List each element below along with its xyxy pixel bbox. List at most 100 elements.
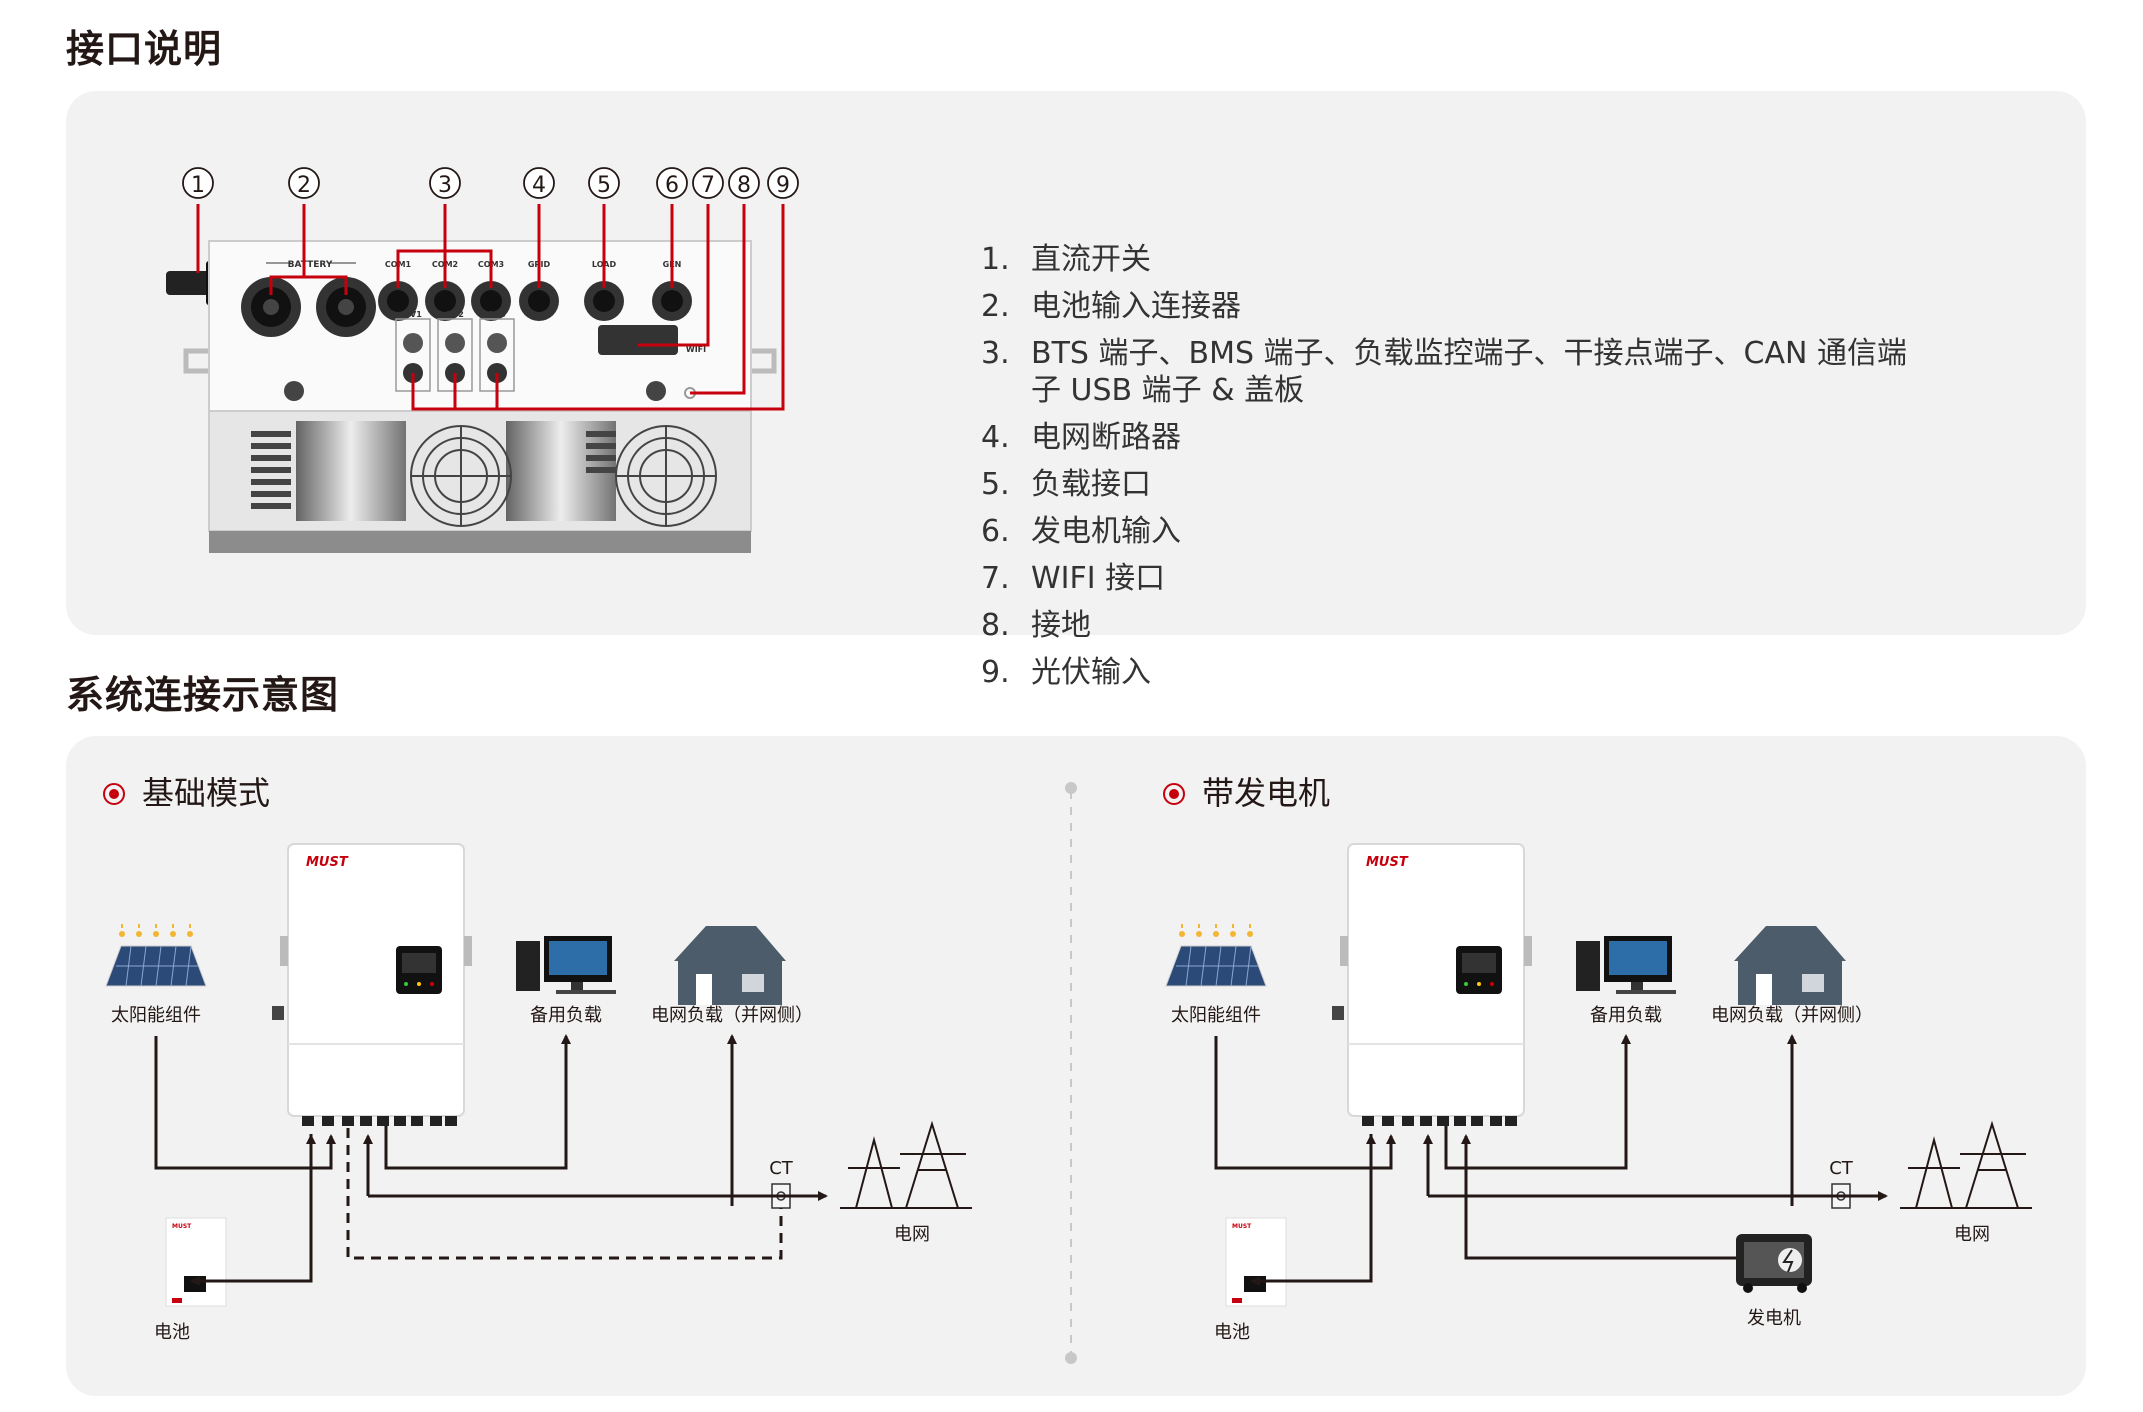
inverter-unit (1347, 843, 1525, 1117)
radio-marker-icon (1163, 783, 1185, 805)
inverter-port (1402, 1116, 1414, 1126)
inverter-port (342, 1116, 354, 1126)
inverter-port (394, 1116, 406, 1126)
backup-load-label: 备用负载 (1590, 1005, 1662, 1026)
callout-number: 3 (438, 173, 452, 198)
grid-load-label: 电网负载（并网侧） (651, 1005, 813, 1026)
interface-list-item: 4.电网断路器 (981, 419, 1931, 456)
inverter-port (1471, 1116, 1483, 1126)
wire-generator-to-inverter (1461, 1134, 1736, 1260)
interface-item-number: 2. (981, 289, 1010, 324)
interface-item-number: 9. (981, 655, 1010, 690)
power-grid-icon (1900, 1120, 2032, 1209)
interface-item-text: 电池输入连接器 (1031, 289, 1241, 324)
interface-list: 1.直流开关 2. 电池输入连接器 3. BTS 端子、BMS 端子、负载监控端子、干接… (981, 241, 1931, 701)
inverter-port (445, 1116, 457, 1126)
pv3-label: PV3 (488, 310, 506, 319)
wifi-label: WIFI (686, 345, 706, 354)
inverter-port (411, 1116, 423, 1126)
wire-solar-to-inverter (154, 1036, 336, 1170)
inverter-port (1437, 1116, 1449, 1126)
inverter-unit (287, 843, 465, 1117)
ct-label: CT (1829, 1158, 1854, 1179)
callout-number: 1 (191, 173, 205, 198)
power-grid-icon (840, 1120, 972, 1209)
callout-number: 8 (737, 173, 751, 198)
system-diagram: 基础模式MUST太阳能组件备用负载电网负载（并网侧）电网MUST电池CT 带发电… (103, 774, 2032, 1364)
wire-ct-signal (346, 1128, 783, 1260)
computer-icon (1576, 936, 1676, 994)
inverter-port (322, 1116, 334, 1126)
callout-number: 6 (665, 173, 679, 198)
fan-icon (410, 425, 512, 527)
port-gland-core (593, 290, 615, 312)
interface-list-item: 7.WIFI 接口 (981, 560, 1931, 597)
port-gland-core (480, 290, 502, 312)
interface-item-text: WIFI 接口 (1031, 561, 1166, 596)
brand-logo: MUST (306, 855, 349, 870)
brand-logo: MUST (1366, 855, 1409, 870)
generator-mode-diagram: 带发电机MUST太阳能组件备用负载电网负载（并网侧）电网MUST电池CT发电机 (1163, 774, 2032, 1343)
solar-panel-icon (1165, 924, 1267, 987)
interface-item-text: 接地 (1031, 608, 1091, 643)
battery-connector-positive (241, 277, 301, 337)
mode-title: 基础模式 (142, 774, 270, 812)
battery-icon (165, 1217, 227, 1307)
callout-circle (182, 167, 214, 199)
left-vent-icon (251, 431, 616, 509)
backup-load-label: 备用负载 (530, 1005, 602, 1026)
grid-load-label: 电网负载（并网侧） (1711, 1005, 1873, 1026)
interface-item-number: 4. (981, 420, 1010, 455)
grid-label: 电网 (894, 1224, 930, 1245)
inverter-port (1420, 1116, 1432, 1126)
wifi-module (598, 325, 678, 355)
interface-list-item: 1.直流开关 (981, 241, 1931, 278)
interface-item-number: 6. (981, 514, 1010, 549)
callout-number: 5 (597, 173, 611, 198)
battery-label: 电池 (154, 1322, 190, 1343)
interface-item-number: 3. (981, 336, 1010, 371)
inverter-port (430, 1116, 442, 1126)
battery-brand: MUST (1232, 1223, 1252, 1230)
inverter-port (377, 1116, 389, 1126)
inverter-port (302, 1116, 314, 1126)
callout-circle (588, 167, 620, 199)
callout-circle (767, 167, 799, 199)
callout-lines (196, 204, 785, 411)
generator-icon (1736, 1234, 1812, 1293)
generator-label: 发电机 (1747, 1308, 1801, 1329)
wire-solar-to-inverter (1214, 1036, 1396, 1170)
battery-icon (1225, 1217, 1287, 1307)
pv1-label: PV1 (404, 310, 422, 319)
interface-list-item: 6.发电机输入 (981, 513, 1931, 550)
solar-label: 太阳能组件 (1171, 1005, 1261, 1026)
interface-list-item: 5.负载接口 (981, 466, 1931, 503)
callout-number: 9 (776, 173, 790, 198)
grid-label: 电网 (1954, 1224, 1990, 1245)
battery-port-label: BATTERY (288, 260, 333, 270)
inverter-port (1490, 1116, 1502, 1126)
interface-list-item: 2. 电池输入连接器 (981, 288, 1931, 325)
port-gland-core (528, 290, 550, 312)
battery-brand: MUST (172, 1223, 192, 1230)
wire-inverter-to-backup-load (384, 1034, 571, 1170)
dc-switch-icon (272, 1006, 284, 1020)
fan-icon (615, 425, 717, 527)
battery-label: 电池 (1214, 1322, 1250, 1343)
inverter-port (1505, 1116, 1517, 1126)
callout-number: 2 (297, 173, 311, 198)
interface-item-text: 负载接口 (1031, 467, 1151, 502)
battery-connector-negative (316, 277, 376, 337)
callout-circle (656, 167, 688, 199)
callout-circle (692, 167, 724, 199)
basic-mode-diagram: 基础模式MUST太阳能组件备用负载电网负载（并网侧）电网MUST电池CT (103, 774, 972, 1343)
wire-inverter-to-backup-load (1444, 1034, 1631, 1170)
interface-heading: 接口说明 (66, 27, 223, 71)
interface-list-item: 8.接地 (981, 607, 1931, 644)
dc-switch-icon (1332, 1006, 1344, 1020)
interface-item-text: BTS 端子、BMS 端子、负载监控端子、干接点端子、CAN 通信端子 USB … (1031, 336, 1907, 408)
callout-circle (523, 167, 555, 199)
solar-panel-icon (105, 924, 207, 987)
callout-circle (429, 167, 461, 199)
